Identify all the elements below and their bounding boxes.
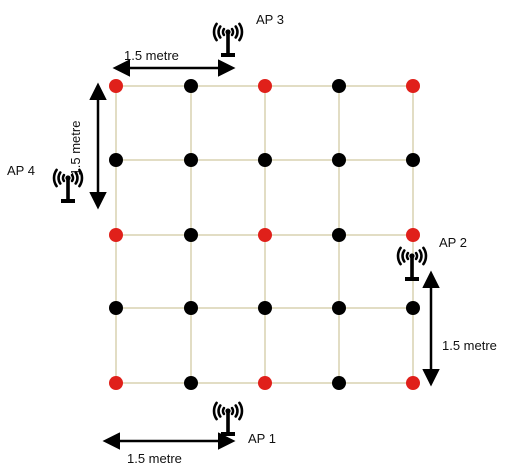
signal-wave-left xyxy=(401,249,406,263)
signal-wave-left xyxy=(221,27,226,37)
black-node-4-3 xyxy=(332,376,346,390)
signal-wave-left xyxy=(61,173,66,183)
black-node-1-3 xyxy=(332,153,346,167)
signal-wave-right xyxy=(234,25,239,39)
red-node-4-2 xyxy=(258,376,272,390)
signal-wave-right xyxy=(234,404,239,418)
signal-wave-right xyxy=(70,173,75,183)
antenna-mast xyxy=(226,32,230,54)
black-node-3-0 xyxy=(109,301,123,315)
black-node-2-1 xyxy=(184,228,198,242)
black-node-0-3 xyxy=(332,79,346,93)
red-node-0-2 xyxy=(258,79,272,93)
signal-wave-right xyxy=(418,249,423,263)
black-node-4-1 xyxy=(184,376,198,390)
ap2-label: AP 2 xyxy=(439,235,467,250)
signal-wave-right xyxy=(230,406,235,416)
black-node-3-3 xyxy=(332,301,346,315)
access-points xyxy=(52,22,428,436)
signal-wave-right xyxy=(238,22,244,42)
antenna-icon xyxy=(52,168,84,203)
signal-wave-left xyxy=(217,25,222,39)
signal-wave-right xyxy=(78,168,84,188)
signal-wave-left xyxy=(57,171,62,185)
signal-wave-left xyxy=(221,406,226,416)
signal-wave-left xyxy=(405,251,410,261)
red-node-0-4 xyxy=(406,79,420,93)
signal-wave-right xyxy=(74,171,79,185)
signal-wave-right xyxy=(238,401,244,421)
signal-wave-left xyxy=(396,246,402,266)
red-node-2-0 xyxy=(109,228,123,242)
dimension-label-right: 1.5 metre xyxy=(442,338,497,353)
red-node-4-0 xyxy=(109,376,123,390)
signal-wave-right xyxy=(422,246,428,266)
signal-wave-left xyxy=(212,401,218,421)
red-node-4-4 xyxy=(406,376,420,390)
black-node-1-2 xyxy=(258,153,272,167)
antenna-mast xyxy=(410,256,414,278)
black-node-1-0 xyxy=(109,153,123,167)
dimension-label-left: 1.5 metre xyxy=(68,121,83,176)
antenna-mast xyxy=(226,411,230,433)
signal-wave-left xyxy=(52,168,58,188)
black-node-3-4 xyxy=(406,301,420,315)
antenna-base xyxy=(405,277,419,281)
ap4-label: AP 4 xyxy=(7,163,35,178)
antenna-base xyxy=(221,53,235,57)
black-node-3-1 xyxy=(184,301,198,315)
antenna-base xyxy=(61,199,75,203)
black-node-0-1 xyxy=(184,79,198,93)
red-node-0-0 xyxy=(109,79,123,93)
antenna-base xyxy=(221,432,235,436)
black-node-2-3 xyxy=(332,228,346,242)
antenna-mast xyxy=(66,178,70,200)
dimension-label-bottom: 1.5 metre xyxy=(127,451,182,466)
black-node-3-2 xyxy=(258,301,272,315)
signal-wave-left xyxy=(212,22,218,42)
black-node-1-1 xyxy=(184,153,198,167)
dimension-label-top: 1.5 metre xyxy=(124,48,179,63)
signal-wave-right xyxy=(230,27,235,37)
antenna-icon xyxy=(212,22,244,57)
black-node-1-4 xyxy=(406,153,420,167)
ap3-label: AP 3 xyxy=(256,12,284,27)
red-node-2-2 xyxy=(258,228,272,242)
red-node-2-4 xyxy=(406,228,420,242)
ap1-label: AP 1 xyxy=(248,431,276,446)
antenna-icon xyxy=(212,401,244,436)
signal-wave-right xyxy=(414,251,419,261)
antenna-icon xyxy=(396,246,428,281)
signal-wave-left xyxy=(217,404,222,418)
grid-nodes xyxy=(109,79,420,390)
